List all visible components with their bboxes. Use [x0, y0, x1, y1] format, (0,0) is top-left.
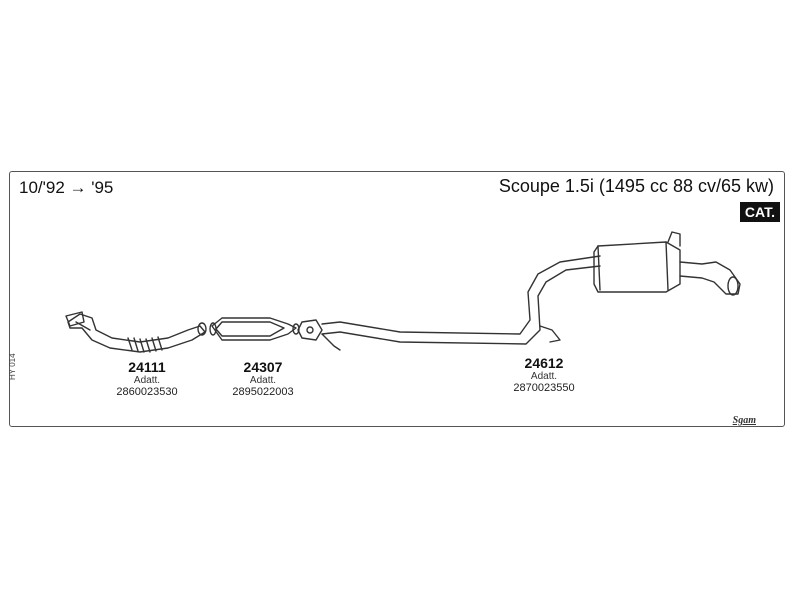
part-label: Adatt. [133, 375, 161, 386]
part-label: Adatt. [249, 375, 277, 386]
front-pipe-24111 [65, 311, 207, 353]
brand-logo: Sgam [732, 415, 756, 426]
catalytic-converter-24307 [209, 317, 300, 341]
part-number: 24612 [524, 355, 564, 371]
date-range: 10/'92 → '95 [19, 178, 114, 197]
part-code: 2870023550 [513, 382, 575, 394]
part-24307: 24307 Adatt. 2895022003 [208, 359, 318, 398]
cat-badge: CAT. [739, 202, 780, 222]
part-24612: 24612 Adatt. 2870023550 [484, 355, 604, 394]
part-code: 2895022003 [232, 386, 294, 398]
part-label: Adatt. [530, 371, 558, 382]
part-code: 2860023530 [116, 386, 178, 398]
rear-section-24612 [321, 231, 741, 345]
part-number: 24307 [243, 359, 283, 375]
flange [297, 319, 341, 351]
part-number: 24111 [128, 359, 166, 375]
model-title: Scoupe 1.5i (1495 cc 88 cv/65 kw) [498, 176, 774, 196]
part-24111: 24111 Adatt. 2860023530 [92, 359, 202, 398]
diagram-frame: 10/'92 → '95 Scoupe 1.5i (1495 cc 88 cv/… [8, 171, 785, 427]
